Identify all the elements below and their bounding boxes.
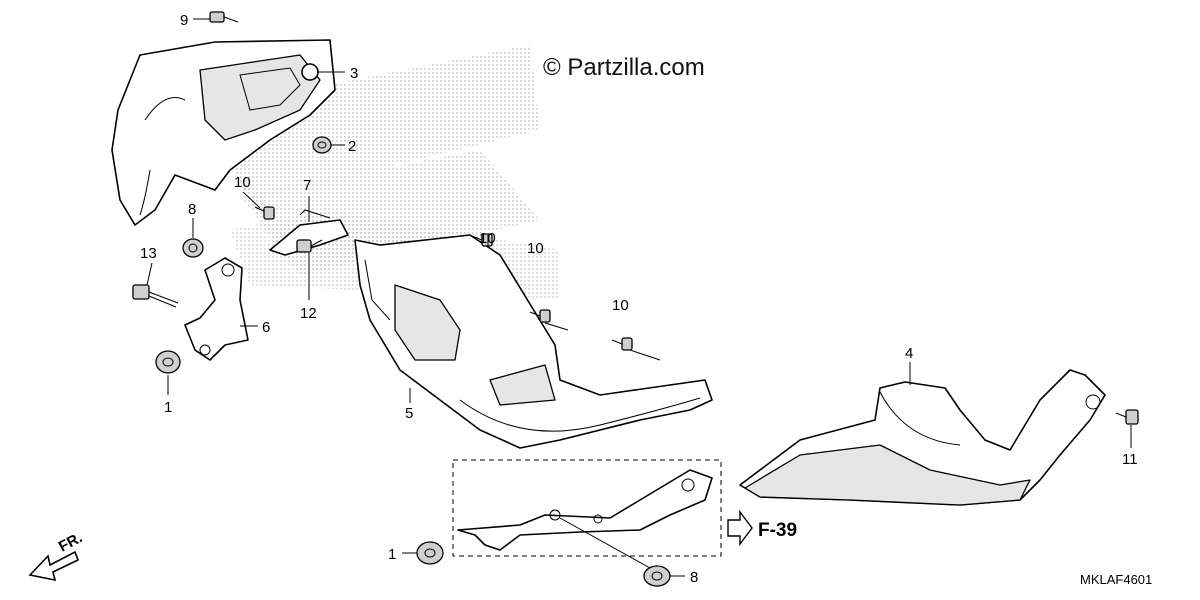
callout-8-upper: 8 [188,201,196,218]
grommet-part-8-upper[interactable] [182,238,204,258]
reference-arrow: F-39 [727,509,797,547]
bracket-part-7[interactable] [269,209,349,256]
watermark: © Partzilla.com [543,54,705,81]
callout-11: 11 [1122,451,1138,468]
callout-10-upper: 10 [234,174,251,191]
callout-5: 5 [405,405,413,422]
callout-10-right1: 10 [527,240,544,257]
leader-lines [146,18,1132,577]
callout-10-right2: 10 [612,297,629,314]
grommet-part-8-bottom[interactable] [643,565,671,587]
grommet-part-2[interactable] [312,136,332,154]
bolt-part-10-mid[interactable] [471,233,493,247]
stay-part-6[interactable] [184,257,249,361]
bolt-part-13[interactable] [132,284,179,308]
bolt-part-11[interactable] [1115,409,1139,425]
grommet-part-1-bottom[interactable] [416,541,444,565]
bolt-part-10-right2[interactable] [611,337,633,351]
callout-1-bottom: 1 [388,546,396,563]
callout-4: 4 [905,345,913,362]
reference-label: F-39 [758,520,797,541]
diagram-code: MKLAF4601 [1080,572,1152,587]
bolt-part-9[interactable] [209,11,239,23]
bolt-part-10-upper[interactable] [254,206,275,220]
front-direction-arrow: FR. [28,529,85,582]
callout-6: 6 [262,319,270,336]
callout-3: 3 [350,65,358,82]
under-cowl-part-5[interactable] [354,234,713,449]
direction-label: FR. [56,529,85,555]
callout-12: 12 [300,305,317,322]
callout-7: 7 [303,177,311,194]
grommet-part-1-left[interactable] [155,350,181,374]
callout-1-left: 1 [164,399,172,416]
callout-10-mid: 10 [479,230,496,247]
bolt-part-10-right1[interactable] [529,309,551,323]
callout-9: 9 [180,12,188,29]
callout-8-bottom: 8 [690,569,698,586]
callout-13: 13 [140,245,157,262]
reference-subframe-box [452,459,722,557]
callout-2: 2 [348,138,356,155]
lower-cover-part-4[interactable] [739,369,1106,506]
bolt-part-12[interactable] [296,239,323,253]
